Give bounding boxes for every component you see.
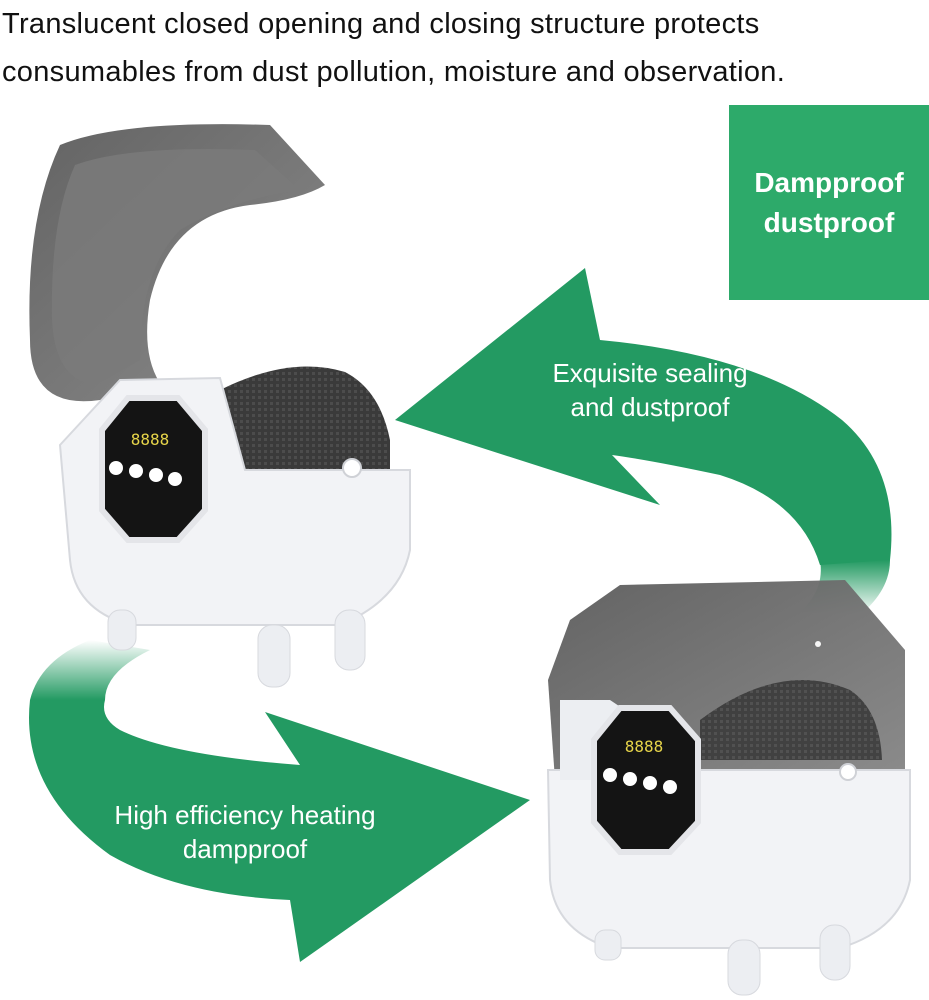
device-closed-latch bbox=[839, 763, 857, 781]
device-open-latch bbox=[342, 458, 362, 478]
arrow-bottom-label-line-1: High efficiency heating bbox=[114, 800, 376, 830]
device-closed-button bbox=[643, 776, 657, 790]
device-closed-foil bbox=[700, 680, 882, 760]
arrow-bottom-tail bbox=[30, 640, 150, 700]
device-open-button bbox=[149, 468, 163, 482]
caption: Translucent closed opening and closing s… bbox=[0, 0, 929, 96]
device-open-buttons bbox=[109, 461, 182, 486]
device-open-foot-right bbox=[334, 609, 366, 671]
arrow-top-label: Exquisite sealing and dustproof bbox=[520, 356, 780, 424]
arrow-top-label-line-2: and dustproof bbox=[570, 392, 730, 422]
device-closed-display: 8888 bbox=[625, 737, 664, 756]
arrow-bottom-head bbox=[29, 700, 530, 962]
device-closed: 8888 bbox=[546, 580, 911, 996]
device-closed-button bbox=[603, 768, 617, 782]
feature-badge-text: Dampproof dustproof bbox=[754, 163, 903, 243]
arrow-top-head bbox=[395, 268, 892, 565]
device-open-button bbox=[129, 464, 143, 478]
caption-line-2: consumables from dust pollution, moistur… bbox=[2, 56, 786, 88]
arrow-bottom bbox=[29, 640, 530, 962]
device-open-lid-inner bbox=[51, 149, 300, 385]
device-open-foil bbox=[220, 366, 390, 470]
arrow-bottom-label-line-2: dampproof bbox=[182, 834, 308, 864]
device-open-button bbox=[109, 461, 123, 475]
device-closed-buttons bbox=[603, 768, 677, 794]
device-closed-foot-left bbox=[594, 929, 622, 961]
feature-badge: Dampproof dustproof bbox=[729, 105, 929, 300]
device-closed-button bbox=[663, 780, 677, 794]
device-open-button bbox=[168, 472, 182, 486]
device-closed-button bbox=[623, 772, 637, 786]
arrow-top bbox=[395, 268, 892, 615]
device-open-foot-left bbox=[107, 609, 137, 651]
device-closed-vent-dot bbox=[815, 641, 821, 647]
feature-badge-line-1: Dampproof bbox=[754, 166, 904, 198]
device-closed-foot-right bbox=[819, 924, 851, 981]
feature-badge-line-2: dustproof bbox=[763, 206, 895, 238]
device-open-foot-mid bbox=[257, 624, 291, 688]
caption-line-1: Translucent closed opening and closing s… bbox=[2, 8, 760, 40]
device-closed-foot-mid bbox=[727, 939, 761, 996]
device-open-display: 8888 bbox=[131, 430, 170, 449]
arrow-top-label-line-1: Exquisite sealing bbox=[552, 358, 748, 388]
device-open: 8888 bbox=[29, 124, 411, 688]
arrow-bottom-label: High efficiency heating dampproof bbox=[80, 798, 410, 866]
